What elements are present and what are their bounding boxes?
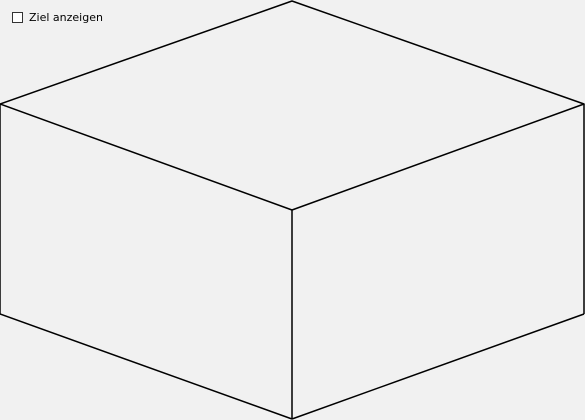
cube-top-face bbox=[0, 0, 585, 211]
show-target-checkbox[interactable]: Ziel anzeigen bbox=[12, 11, 103, 24]
cube-bottom-left-edge bbox=[0, 313, 293, 420]
cube-bottom-right-edge bbox=[291, 313, 585, 420]
show-target-checkbox-box[interactable] bbox=[12, 12, 23, 23]
show-target-label: Ziel anzeigen bbox=[29, 11, 103, 24]
